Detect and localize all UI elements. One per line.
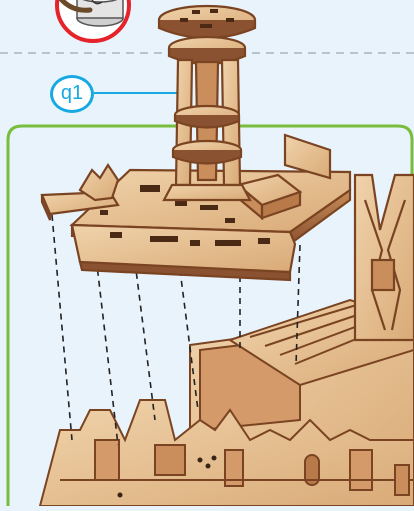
hint-icon (57, 0, 129, 41)
part-callout-q1: q1 (50, 75, 94, 113)
